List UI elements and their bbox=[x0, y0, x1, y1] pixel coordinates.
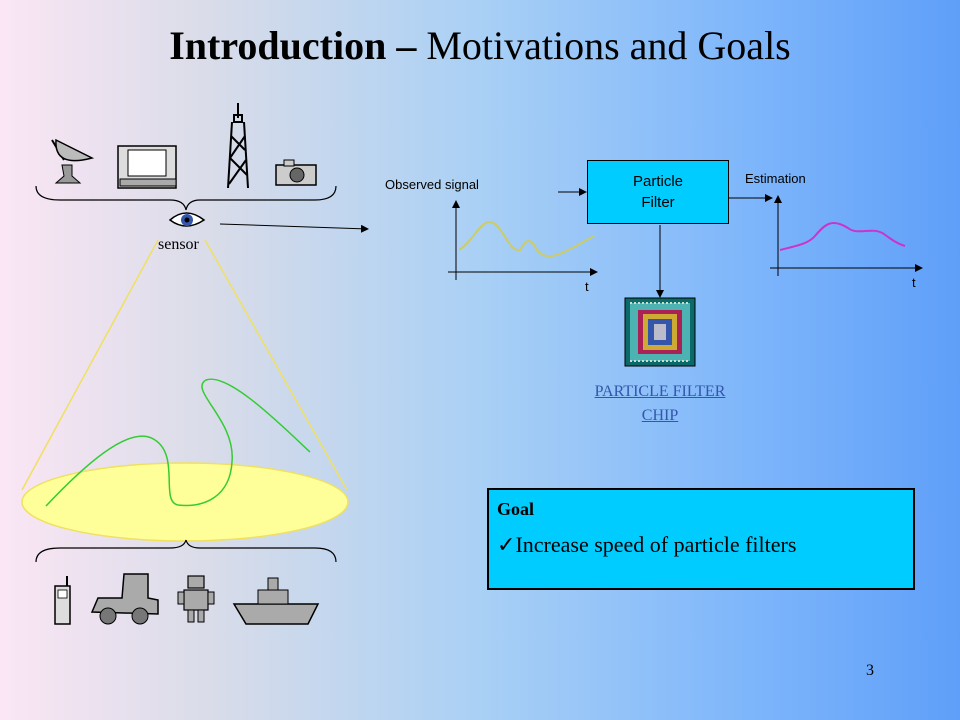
particle-filter-label-line2: Filter bbox=[641, 194, 675, 211]
ship-icon bbox=[232, 577, 320, 625]
observed-signal-curve bbox=[458, 221, 595, 258]
cone-left-edge bbox=[21, 239, 159, 491]
check-icon: ✓ bbox=[497, 532, 516, 557]
estimation-curve bbox=[779, 221, 906, 251]
title-rest: Motivations and Goals bbox=[416, 23, 791, 68]
goal-heading: Goal bbox=[497, 499, 535, 519]
estimation-label: Estimation bbox=[745, 171, 806, 186]
chip-link-line1: PARTICLE FILTER bbox=[594, 383, 726, 400]
observed-signal-label: Observed signal bbox=[385, 177, 479, 192]
target-trajectory bbox=[45, 378, 311, 507]
goal-bullet: ✓Increase speed of particle filters bbox=[497, 530, 905, 560]
goal-bullet-text: Increase speed of particle filters bbox=[515, 532, 797, 557]
slide-title: Introduction – Motivations and Goals bbox=[0, 22, 960, 70]
cone-right-edge bbox=[204, 239, 348, 491]
particle-filter-box: Particle Filter bbox=[587, 160, 729, 224]
time-axis-label-right: t bbox=[912, 275, 916, 290]
truck-icon bbox=[90, 573, 159, 625]
sensor-arrow bbox=[219, 223, 369, 233]
time-axis-label-left: t bbox=[585, 279, 589, 294]
goal-box: Goal ✓Increase speed of particle filters bbox=[487, 488, 915, 590]
sensor-label: sensor bbox=[158, 236, 199, 253]
particle-filter-chip-link[interactable]: PARTICLE FILTER CHIP bbox=[560, 380, 760, 428]
observed-signal-plot bbox=[448, 200, 598, 280]
robot-icon bbox=[177, 575, 215, 623]
mobile-phone-icon bbox=[54, 576, 71, 625]
estimation-plot bbox=[770, 195, 923, 276]
chip-link-line2: CHIP bbox=[641, 407, 679, 424]
bottom-brace bbox=[35, 539, 337, 563]
page-number: 3 bbox=[866, 662, 874, 679]
satellite-dish-icon bbox=[51, 138, 95, 184]
camera-icon bbox=[275, 159, 317, 186]
computer-monitor-icon bbox=[117, 145, 177, 189]
top-brace bbox=[35, 185, 337, 211]
radio-tower-icon bbox=[227, 103, 249, 189]
chip-icon bbox=[624, 297, 696, 367]
coverage-ellipse bbox=[21, 462, 349, 542]
title-bold: Introduction – bbox=[169, 23, 417, 68]
particle-filter-label-line1: Particle bbox=[632, 173, 684, 190]
eye-icon bbox=[168, 212, 206, 227]
